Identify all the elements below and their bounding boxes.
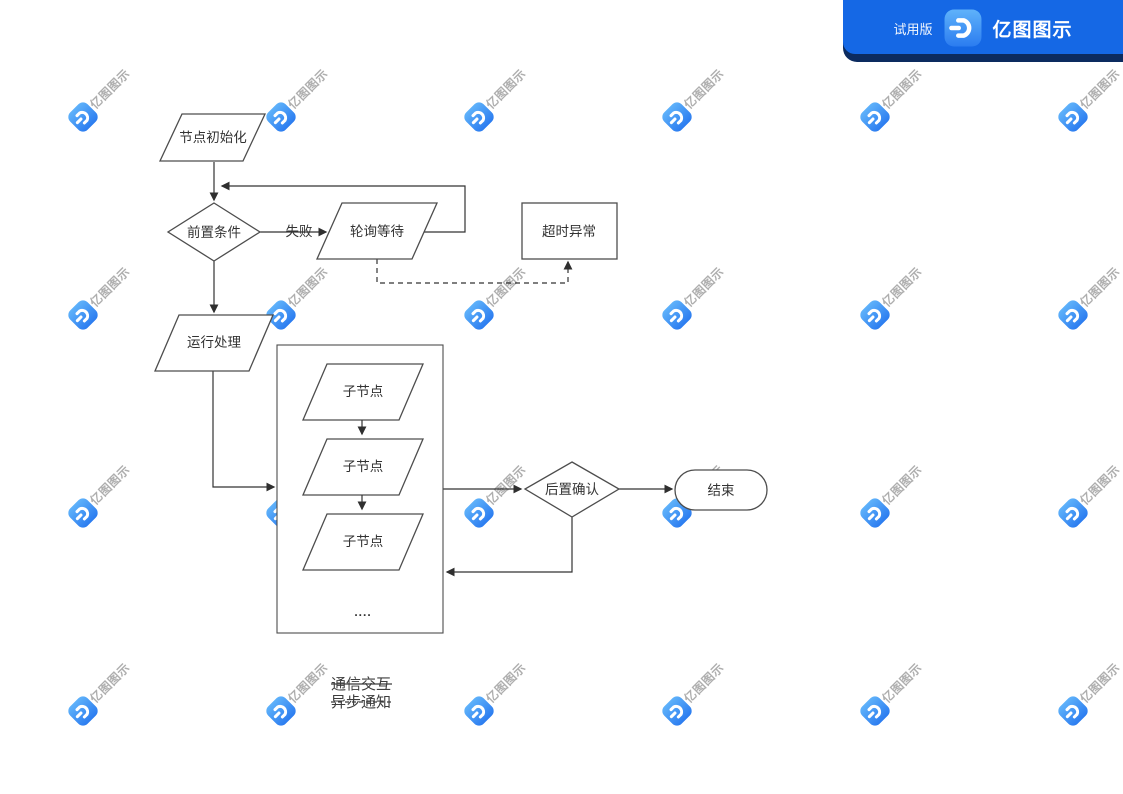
node-init[interactable]: 节点初始化: [158, 113, 267, 162]
node-precondition-label: 前置条件: [187, 224, 241, 240]
node-timeout-label: 超时异常: [542, 224, 596, 239]
node-timeout[interactable]: 超时异常: [521, 202, 618, 260]
edraw-app-icon: [944, 9, 981, 47]
edge-label-fail: 失败: [286, 224, 313, 239]
node-end[interactable]: 结束: [674, 469, 768, 511]
node-child-2-label: 子节点: [343, 459, 384, 474]
node-polling-label: 轮询等待: [350, 223, 404, 239]
node-end-label: 结束: [708, 483, 736, 498]
edge-polling-to-timeout-dashed: [376, 259, 573, 284]
node-precondition[interactable]: 前置条件: [166, 202, 262, 262]
edge-run-to-container: [212, 371, 276, 492]
node-child-2[interactable]: 子节点: [302, 438, 424, 496]
app-name-label: 亿图图示: [992, 19, 1073, 41]
node-run[interactable]: 运行处理: [154, 314, 274, 372]
node-child-3[interactable]: 子节点: [302, 513, 424, 571]
node-init-label: 节点初始化: [179, 129, 247, 145]
legend-label-async: 异步通知: [331, 694, 391, 711]
node-confirm-label: 后置确认: [545, 482, 599, 497]
edge-confirm-back-to-container: [445, 517, 573, 577]
trial-badge-inner: 试用版 亿图图示: [843, 0, 1123, 54]
legend-label-communication: 通信交互: [331, 675, 391, 693]
trial-badge[interactable]: 试用版 亿图图示: [843, 0, 1123, 62]
trial-version-label: 试用版: [893, 21, 933, 37]
node-child-3-label: 子节点: [343, 534, 384, 549]
node-polling[interactable]: 轮询等待: [315, 202, 439, 260]
edge-polling-loopback: [220, 181, 466, 233]
node-child-1[interactable]: 子节点: [302, 363, 424, 421]
node-more-label: ....: [354, 605, 371, 619]
node-confirm[interactable]: 后置确认: [523, 461, 621, 518]
node-child-1-label: 子节点: [343, 384, 384, 399]
node-run-label: 运行处理: [187, 335, 241, 350]
legend: 通信交互 异步通知: [331, 675, 392, 711]
